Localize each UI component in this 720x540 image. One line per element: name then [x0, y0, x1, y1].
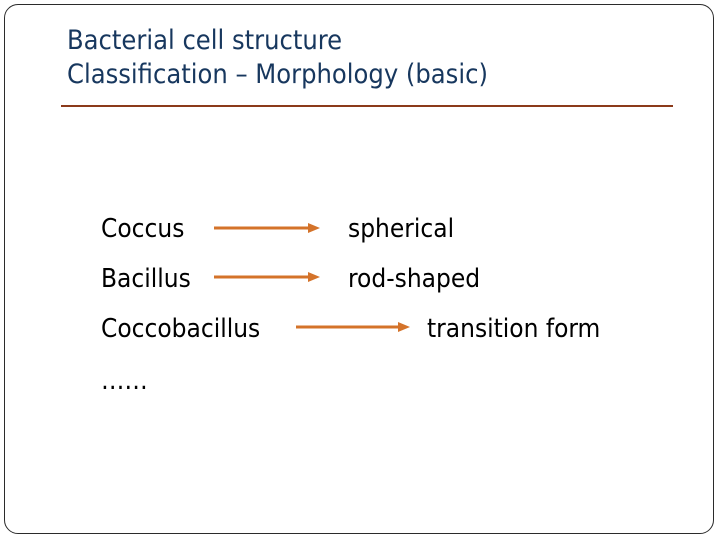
arrow-icon: [296, 322, 410, 332]
meaning-bacillus: rod-shaped: [348, 264, 481, 294]
meaning-coccobacillus: transition form: [427, 314, 601, 344]
meaning-coccus: spherical: [348, 214, 455, 244]
slide-title: Bacterial cell structure Classification …: [67, 24, 488, 92]
term-bacillus: Bacillus: [101, 264, 191, 294]
title-underline: [61, 105, 673, 107]
arrow-icon: [214, 272, 320, 282]
term-coccobacillus: Coccobacillus: [101, 314, 261, 344]
arrow-icon: [214, 223, 320, 233]
slide-frame: [4, 4, 714, 534]
term-ellipsis: ……: [101, 366, 148, 396]
title-line-1: Bacterial cell structure: [67, 25, 343, 56]
title-line-2: Classification – Morphology (basic): [67, 59, 488, 90]
term-coccus: Coccus: [101, 214, 185, 244]
